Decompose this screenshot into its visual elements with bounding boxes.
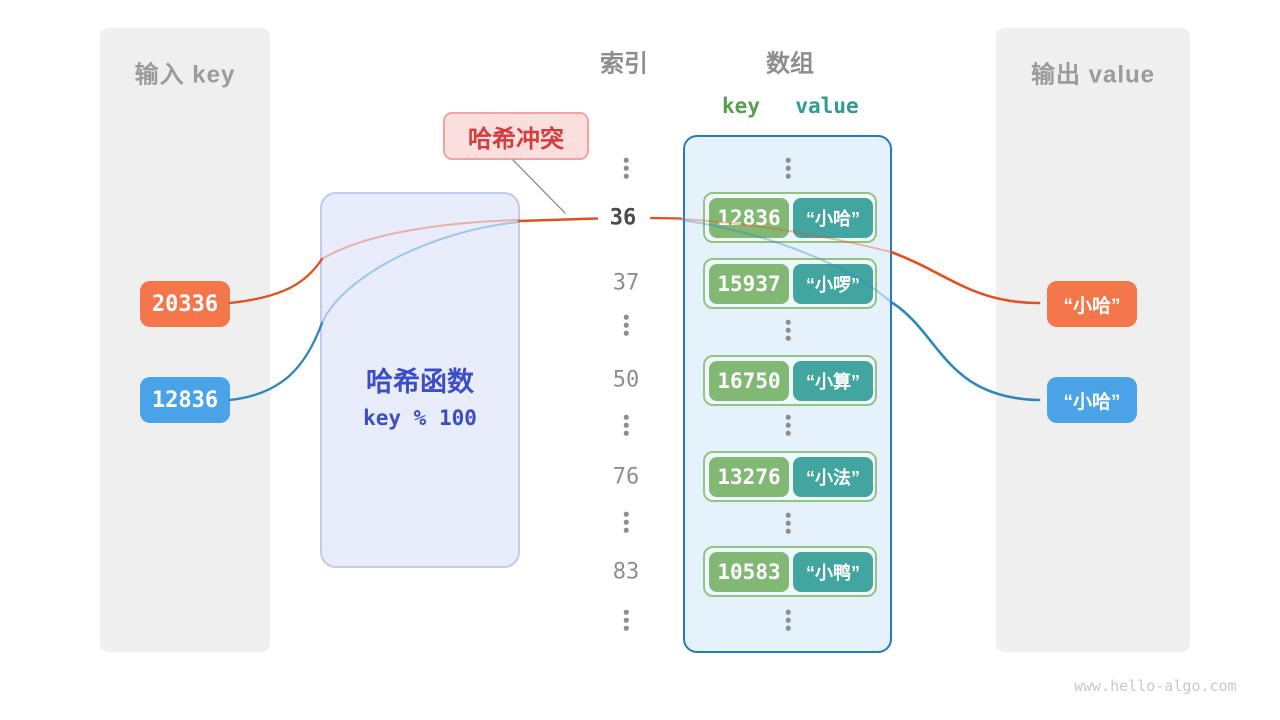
value-subheader: value	[795, 94, 859, 118]
ellipsis-icon	[623, 609, 629, 631]
ellipsis-icon	[623, 414, 629, 436]
array-row-bucket-36: 12836 “小哈”	[703, 192, 877, 243]
index-50: 50	[612, 367, 640, 393]
bucket-key: 10583	[709, 551, 789, 592]
bucket-key: 12836	[709, 197, 789, 238]
bucket-value: “小算”	[793, 360, 873, 401]
bucket-value: “小法”	[793, 456, 873, 497]
watermark: www.hello-algo.com	[1074, 677, 1237, 695]
ellipsis-icon	[785, 609, 791, 631]
index-column-header: 索引	[600, 50, 648, 78]
ellipsis-icon	[785, 512, 791, 534]
hash-function-formula: key % 100	[363, 406, 477, 430]
key-subheader: key	[722, 94, 760, 118]
ellipsis-icon	[623, 511, 629, 533]
hash-function-box: 哈希函数 key % 100	[320, 192, 520, 568]
bucket-key: 13276	[709, 456, 789, 497]
input-panel-title: 输入 key	[134, 61, 236, 89]
hash-collision-label: 哈希冲突	[443, 112, 589, 160]
bucket-key: 15937	[709, 263, 789, 304]
index-76: 76	[612, 464, 640, 490]
array-row-bucket-37: 15937 “小啰”	[703, 258, 877, 309]
ellipsis-icon	[623, 157, 629, 179]
bucket-key: 16750	[709, 360, 789, 401]
input-key-panel: 输入 key	[100, 28, 270, 652]
array-row-bucket-50: 16750 “小算”	[703, 355, 877, 406]
ellipsis-icon	[785, 319, 791, 341]
output-panel-title: 输出 value	[1030, 61, 1156, 89]
output-value-panel: 输出 value	[996, 28, 1190, 652]
ellipsis-icon	[785, 157, 791, 179]
input-key-20336: 20336	[140, 281, 230, 327]
index-37: 37	[612, 270, 640, 296]
collision-pointer-line	[512, 159, 566, 214]
index-36-highlighted: 36	[609, 205, 637, 231]
arrow-hash-to-index-36	[517, 217, 599, 223]
array-row-bucket-83: 10583 “小鸭”	[703, 546, 877, 597]
array-column-header: 数组	[766, 50, 814, 78]
bucket-value: “小鸭”	[793, 551, 873, 592]
bucket-value: “小啰”	[793, 263, 873, 304]
ellipsis-icon	[785, 414, 791, 436]
output-value-blue: “小哈”	[1047, 377, 1137, 423]
index-83: 83	[612, 559, 640, 585]
array-row-bucket-76: 13276 “小法”	[703, 451, 877, 502]
hash-function-title: 哈希函数	[366, 367, 474, 397]
output-value-orange: “小哈”	[1047, 281, 1137, 327]
input-key-12836: 12836	[140, 377, 230, 423]
bucket-value: “小哈”	[793, 197, 873, 238]
line-index-36-to-array	[649, 216, 683, 220]
ellipsis-icon	[623, 314, 629, 336]
